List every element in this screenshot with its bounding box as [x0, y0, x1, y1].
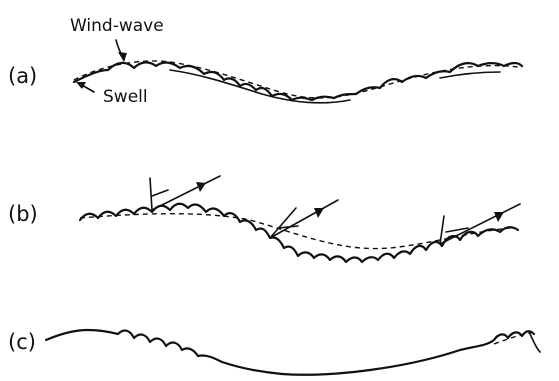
panel-a-wave-line [72, 61, 524, 102]
swell-pointer-head [76, 82, 86, 89]
wind-wave-annotation: Wind-wave [70, 16, 164, 36]
panel-b-waves [78, 175, 521, 264]
swell-annotation: Swell [103, 87, 148, 107]
wind-wave-pointer-head [118, 52, 127, 62]
panel-a-waves [72, 39, 524, 104]
wind-arrow-3-tick [439, 215, 445, 245]
wind-arrow-3-tick2 [445, 227, 469, 233]
panel-a-swell-trace [169, 69, 501, 104]
wind-arrow-2-tick [269, 207, 297, 239]
wind-arrow-1-tick [149, 177, 153, 211]
wind-arrow-1-head [196, 182, 206, 192]
panel-b-swell-line [79, 213, 511, 250]
wind-arrow-3-head [494, 212, 504, 222]
panel-label-a: (a) [8, 64, 38, 88]
wind-arrow-2-head [314, 208, 324, 218]
panel-label-b: (b) [8, 202, 38, 226]
wind-arrow-2-shaft [269, 199, 339, 239]
wind-arrow-2-tick2 [277, 225, 299, 229]
panel-c-tail [529, 333, 541, 353]
panel-c-swell-line [493, 331, 537, 345]
wind-arrow-1-shaft [151, 175, 221, 211]
panel-label-c: (c) [8, 330, 36, 354]
panel-b-wave-line [78, 202, 520, 264]
panel-c-waves [44, 328, 541, 376]
wind-arrow-1-tick2 [151, 189, 169, 197]
wind-arrow-3-shaft [439, 203, 521, 245]
panel-c-wave-line [44, 328, 536, 376]
